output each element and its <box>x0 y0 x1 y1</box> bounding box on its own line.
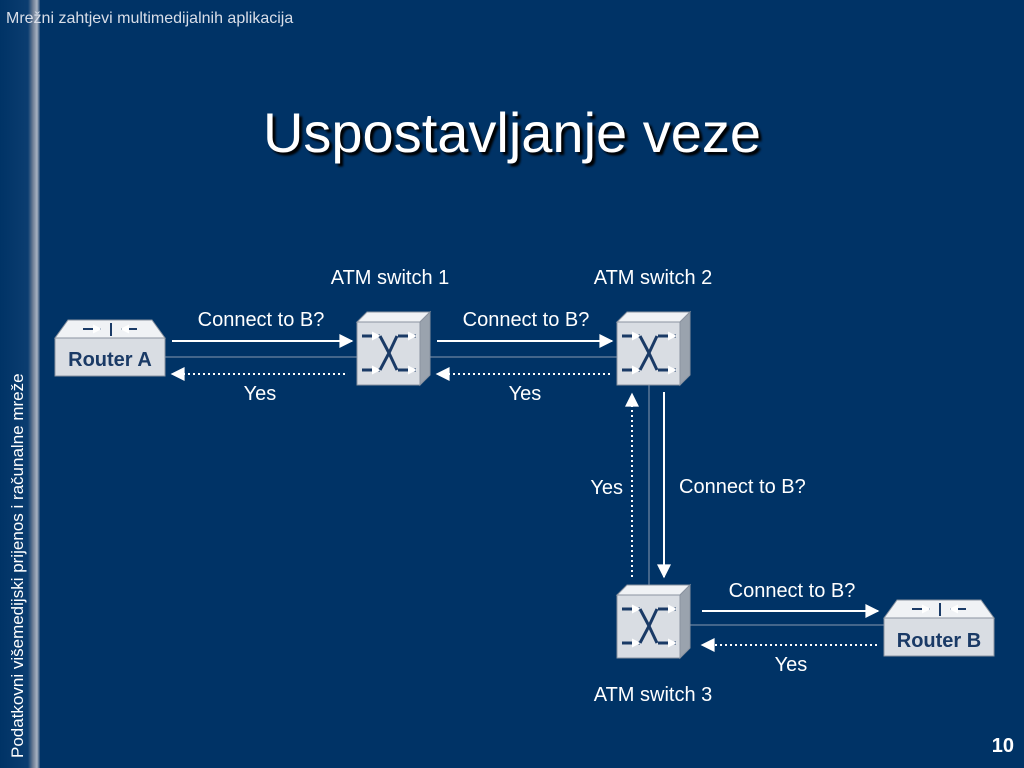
atm-switch-2-icon <box>622 331 677 375</box>
left-accent-bar <box>0 0 40 768</box>
reply-label-1: Yes <box>244 383 277 405</box>
reply-label-3: Yes <box>590 477 623 499</box>
router-b-icon <box>912 603 966 616</box>
presentation-header: Mrežni zahtjevi multimedijalnih aplikaci… <box>6 10 294 27</box>
page-number: 10 <box>991 735 1014 757</box>
router-a-icon <box>83 323 137 336</box>
request-label-2: Connect to B? <box>463 309 590 331</box>
request-label-1: Connect to B? <box>198 309 325 331</box>
atm-switch-1 <box>355 310 432 387</box>
reply-label-4: Yes <box>775 654 808 676</box>
request-label-3: Connect to B? <box>679 476 806 498</box>
router-b-label: Router B <box>897 630 981 652</box>
request-label-4: Connect to B? <box>729 580 856 602</box>
reply-label-2: Yes <box>509 383 542 405</box>
switch-1-label: ATM switch 1 <box>331 267 450 289</box>
switch-2-label: ATM switch 2 <box>594 267 713 289</box>
atm-switch-2 <box>615 310 692 387</box>
atm-switch-3 <box>615 583 692 660</box>
atm-switch-1-icon <box>362 331 417 375</box>
router-a-label: Router A <box>68 349 152 371</box>
router-a: Router A <box>54 319 166 377</box>
router-b: Router B <box>883 599 995 657</box>
switch-3-label: ATM switch 3 <box>594 684 713 706</box>
atm-switch-3-icon <box>622 604 677 648</box>
slide-title: Uspostavljanje veze <box>262 101 762 164</box>
